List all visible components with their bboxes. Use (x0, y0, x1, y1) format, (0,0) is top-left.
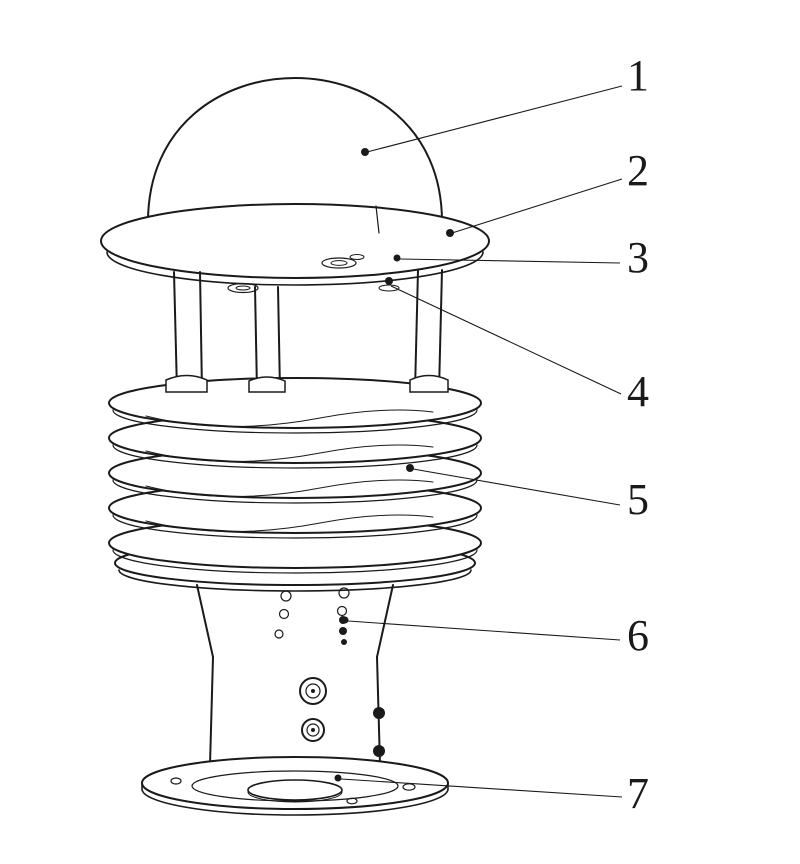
callout-leaders (334, 85, 623, 798)
cylinder-screw-1-inner (305, 683, 321, 699)
leader-line-2 (451, 178, 623, 234)
base-center-hole-depth (247, 791, 343, 803)
edge-plug-2 (373, 745, 385, 757)
inner-edge-2 (145, 444, 434, 462)
base-hole-front (346, 797, 358, 805)
callout-label-2: 2 (627, 146, 649, 195)
cylinder-screw-1-center (311, 689, 315, 693)
callout-label-4: 4 (627, 367, 649, 416)
leader-line-6 (347, 620, 621, 641)
louver-rim-3 (112, 479, 478, 504)
cylinder-screw-2-inner (306, 723, 320, 737)
cone-screw-2 (339, 627, 347, 635)
callout-label-5: 5 (627, 475, 649, 524)
sensor-oval-a (321, 257, 357, 269)
base-inner-ring (191, 770, 399, 802)
leader-line-7 (340, 778, 623, 798)
sensor-oval-a-inner (330, 260, 348, 266)
fastener-details (274, 587, 385, 757)
cone-screw-3 (341, 639, 347, 645)
leader-dot-1 (361, 148, 369, 156)
leader-dot-2 (446, 229, 454, 237)
sensor-oval-c (227, 282, 259, 294)
sensor-part-4-base (378, 284, 400, 292)
leader-line-1 (366, 85, 623, 153)
callout-label-7: 7 (627, 769, 649, 818)
callout-label-1: 1 (627, 51, 649, 100)
support-posts (173, 269, 443, 392)
cylinder-screw-1-outer (299, 677, 327, 705)
base-rim (141, 782, 449, 816)
louver-rim-1 (112, 409, 478, 434)
body-cylinder (209, 656, 381, 766)
cap-seam (375, 205, 380, 234)
collar-right (409, 374, 449, 393)
post-left (173, 271, 203, 392)
leader-dot-5 (406, 464, 414, 472)
louver-rim-2 (112, 444, 478, 469)
callout-label-3: 3 (627, 233, 649, 282)
sensor-oval-c-inner (235, 285, 251, 291)
flange-rim (118, 569, 472, 592)
edge-plug-1 (373, 707, 385, 719)
cylinder-left-edge (209, 656, 214, 766)
dome-outline (147, 77, 443, 223)
sensor-part-3 (393, 254, 401, 262)
cone-hole-5 (274, 629, 284, 639)
cone-hole-3 (278, 608, 290, 620)
cone-right-edge (376, 584, 394, 658)
collar-left (165, 374, 208, 393)
inner-edge-1 (145, 409, 434, 427)
cylinder-screw-2-outer (301, 718, 325, 742)
dome (147, 77, 443, 223)
cylinder-screw-2-center (311, 728, 315, 732)
post-collars (165, 374, 449, 393)
leader-line-4 (390, 285, 622, 395)
cone-hole-2 (338, 587, 350, 599)
cone-hole-4 (336, 605, 348, 617)
leader-line-5 (412, 468, 621, 506)
sensor-oval-b (349, 254, 365, 260)
cone-hole-1 (280, 590, 292, 602)
body-cone (196, 584, 394, 658)
base-center-hole (247, 779, 343, 801)
post-right (414, 269, 443, 392)
base-hole-left (170, 777, 182, 785)
cone-left-edge (196, 584, 214, 658)
cap-ring (100, 203, 490, 279)
callout-labels: 1 2 3 4 5 6 7 (627, 51, 649, 818)
cap-underside (106, 251, 484, 286)
callout-label-6: 6 (627, 611, 649, 660)
collar-middle (248, 376, 286, 393)
louver-rim-5 (112, 549, 478, 574)
leader-line-3 (399, 258, 621, 264)
top-plate-sensors (227, 254, 401, 294)
louver-stack (108, 374, 482, 574)
louver-rim-4 (112, 514, 478, 539)
cap-underside-rim (106, 251, 484, 286)
leader-dot-7 (334, 774, 342, 782)
inner-edge-4 (145, 514, 434, 532)
post-middle (254, 286, 281, 392)
sensor-part-4 (385, 277, 393, 285)
cap-body (100, 203, 490, 279)
inner-edge-3 (145, 479, 434, 497)
louver-inner-edges (145, 409, 434, 532)
leader-dot-6 (341, 616, 349, 624)
base-plate (141, 756, 449, 816)
